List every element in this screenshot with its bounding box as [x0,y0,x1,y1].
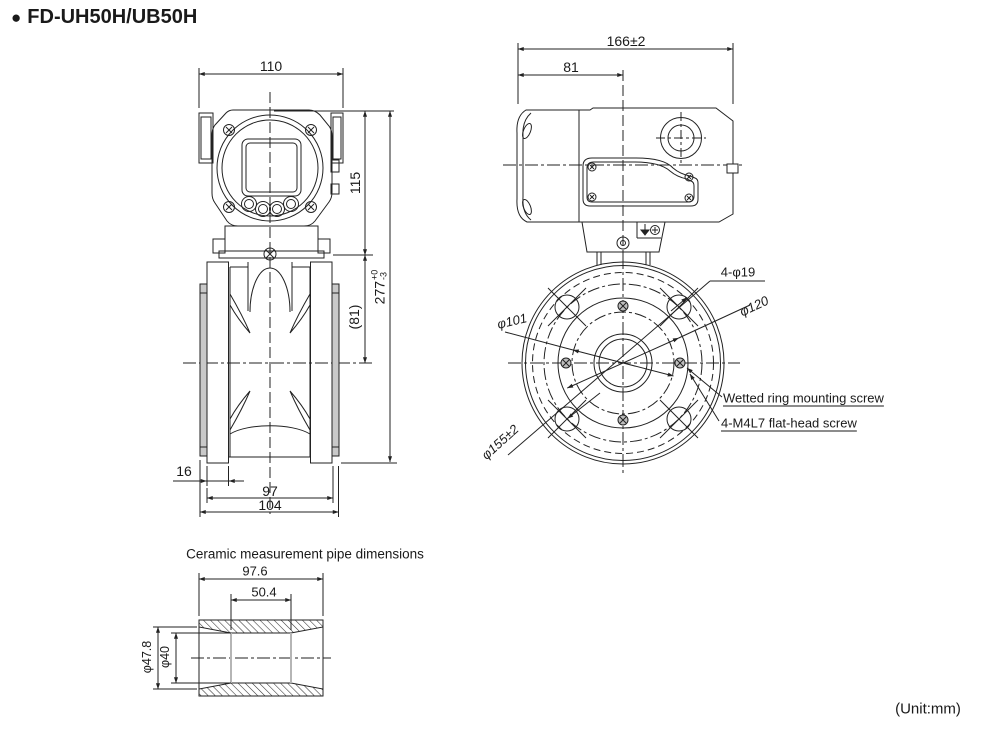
transmitter-ears [198,112,344,164]
front-view [173,68,397,517]
dim-width-97: 97 [262,483,278,499]
flange-bottom-view [504,256,765,476]
label-bolt-holes: 4-φ19 [720,264,756,280]
dim-width-81: 81 [563,59,579,75]
display-window [241,138,302,197]
operation-buttons [241,196,299,217]
unit-note: (Unit:mm) [895,700,961,718]
transmitter-neck [212,225,331,261]
front-view-dimensions [173,68,397,517]
plate-screws [587,162,694,203]
dim-length-976: 97.6 [242,563,268,579]
dim-dia-40: φ40 [157,645,172,669]
dim-height-277-value: 277 [372,280,388,305]
label-flat-head-screw: 4-M4L7 flat-head screw [721,415,857,431]
dim-thickness-16: 16 [176,463,192,479]
dim-height-277: 277 +0 -3 [370,270,390,305]
conduit-port [656,112,706,166]
dim-length-504: 50.4 [251,584,277,600]
page-title: ● FD-UH50H/UB50H [11,6,197,29]
dim-height-277-tol-lower: -3 [379,271,389,280]
dim-width-110: 110 [259,58,283,74]
side-housing [516,107,734,223]
terminal-plate [582,157,699,207]
pipe-body [199,261,340,464]
bullet-icon: ● [11,8,22,27]
model-name: FD-UH50H/UB50H [27,6,198,28]
cover-screws [223,124,317,213]
ceramic-dimensions [153,573,324,690]
side-view [503,43,744,265]
dim-height-81: (81) [346,304,362,330]
dim-dia-478: φ47.8 [139,640,154,674]
flange-view-leaders [504,280,765,456]
dim-width-104: 104 [258,497,282,513]
label-wetted-ring-screw: Wetted ring mounting screw [723,390,884,406]
dim-width-166: 166±2 [606,33,646,49]
side-view-dimensions [517,43,734,104]
mounting-bracket [581,221,666,265]
ceramic-pipe-view [153,573,331,697]
dim-height-115: 115 [347,171,363,195]
ceramic-title: Ceramic measurement pipe dimensions [186,546,424,562]
side-notch [726,163,739,174]
ground-terminal [636,222,661,239]
bolt-holes [547,287,699,439]
